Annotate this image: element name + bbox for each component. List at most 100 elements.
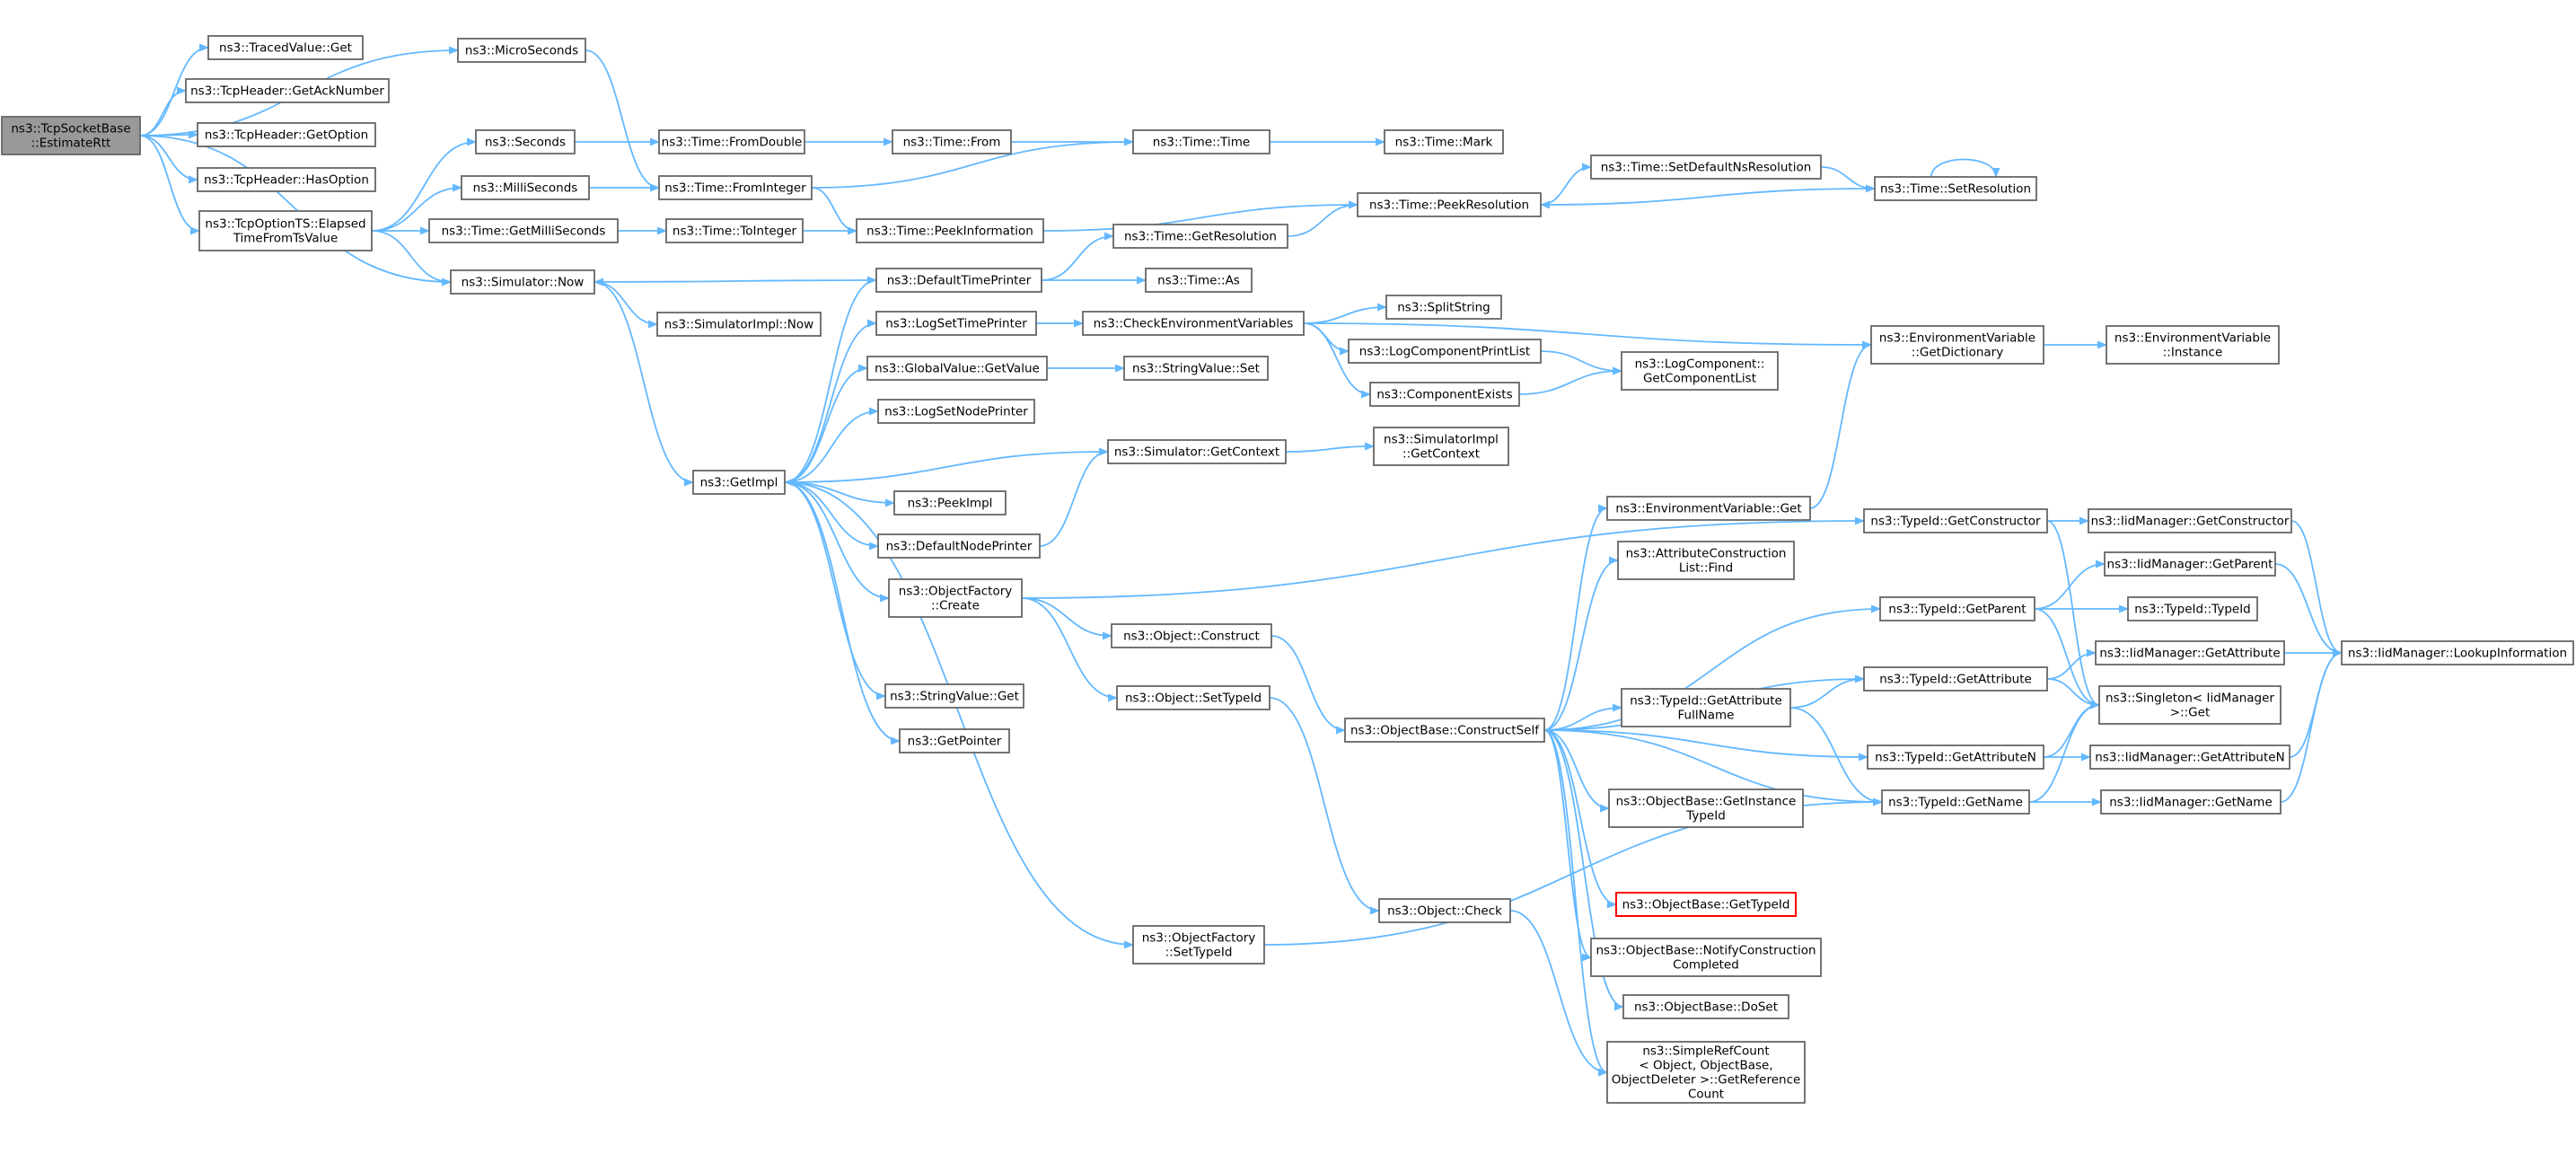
node-box <box>461 175 590 200</box>
node-ns3-object-settypeid[interactable]: ns3::Object::SetTypeId <box>1116 685 1270 710</box>
node-label: ns3::IidManager::GetParent <box>2107 558 2273 572</box>
node-ns3-iidmanager-getname[interactable]: ns3::IidManager::GetName <box>2100 789 2281 815</box>
node-ns3-object-check[interactable]: ns3::Object::Check <box>1378 898 1511 923</box>
node-ns3-getpointer[interactable]: ns3::GetPointer <box>899 728 1010 753</box>
node-box <box>1132 925 1265 965</box>
node-ns3-tracedvalue-get[interactable]: ns3::TracedValue::Get <box>207 35 364 60</box>
node-ns3-simulatorimpl-now[interactable]: ns3::SimulatorImpl::Now <box>656 312 822 337</box>
node-ns3-time-as[interactable]: ns3::Time::As <box>1145 268 1253 293</box>
node-ns3-objectbase-gettypeid[interactable]: ns3::ObjectBase::GetTypeId <box>1615 892 1797 917</box>
edge-tidGetCons-to-singletonGet <box>2046 520 2100 709</box>
edge-constructSelf-to-tidGetName <box>1543 729 1883 806</box>
node-ns3-typeid-getattribute[interactable]: ns3::TypeId::GetAttribute <box>1863 666 2048 692</box>
node-ns3-getimpl[interactable]: ns3::GetImpl <box>692 470 786 495</box>
node-ns3-environmentvariable-get[interactable]: ns3::EnvironmentVariable::Get <box>1606 496 1811 521</box>
node-ns3-time-peekinformation[interactable]: ns3::Time::PeekInformation <box>856 218 1044 243</box>
node-ns3-seconds[interactable]: ns3::Seconds <box>475 129 576 154</box>
node-ns3-time-setdefaultnsresolution[interactable]: ns3::Time::SetDefaultNsResolution <box>1590 154 1822 180</box>
node-ns3-typeid-getconstructor[interactable]: ns3::TypeId::GetConstructor <box>1863 508 2048 533</box>
node-label: ns3::ComponentExists <box>1376 388 1512 402</box>
node-ns3-time-frominteger[interactable]: ns3::Time::FromInteger <box>658 175 813 200</box>
edge-constructSelf-to-tidGetAttrN <box>1543 729 1868 762</box>
node-ns3-objectbase-doset[interactable]: ns3::ObjectBase::DoSet <box>1622 994 1789 1019</box>
node-box <box>658 129 805 154</box>
node-ns3-time-peekresolution[interactable]: ns3::Time::PeekResolution <box>1357 192 1542 217</box>
node-label: ns3::SplitString <box>1397 301 1490 315</box>
node-label: ns3::TypeId::GetParent <box>1888 603 2026 617</box>
node-ns3-componentexists[interactable]: ns3::ComponentExists <box>1369 382 1520 407</box>
node-ns3-simplerefcount-object-objectbase-objectdeleter-getreference-count[interactable]: ns3::SimpleRefCount< Object, ObjectBase,… <box>1606 1041 1806 1104</box>
edge-root-to-tsElapsed <box>139 135 200 235</box>
node-ns3-peekimpl[interactable]: ns3::PeekImpl <box>893 490 1007 515</box>
node-box <box>1617 541 1795 580</box>
node-ns3-objectbase-notifyconstruction-completed[interactable]: ns3::ObjectBase::NotifyConstructionCompl… <box>1590 938 1822 977</box>
node-box <box>185 78 390 103</box>
node-ns3-objectbase-constructself[interactable]: ns3::ObjectBase::ConstructSelf <box>1344 718 1545 743</box>
node-label: ::SetTypeId <box>1165 946 1233 960</box>
node-ns3-defaultnodeprinter[interactable]: ns3::DefaultNodePrinter <box>877 533 1041 559</box>
node-ns3-objectfactory-create[interactable]: ns3::ObjectFactory::Create <box>888 578 1023 618</box>
edge-setRes-to-peekRes <box>1540 188 1876 209</box>
node-ns3-time-time[interactable]: ns3::Time::Time <box>1132 129 1270 154</box>
node-ns3-time-tointeger[interactable]: ns3::Time::ToInteger <box>665 218 804 243</box>
node-box <box>1373 427 1509 466</box>
node-ns3-time-from[interactable]: ns3::Time::From <box>892 129 1012 154</box>
node-ns3-simulatorimpl-getcontext[interactable]: ns3::SimulatorImpl::GetContext <box>1373 427 1509 466</box>
node-ns3-tcpheader-getoption[interactable]: ns3::TcpHeader::GetOption <box>197 122 376 147</box>
node-ns3-typeid-getparent[interactable]: ns3::TypeId::GetParent <box>1879 596 2035 621</box>
node-ns3-logsettimeprinter[interactable]: ns3::LogSetTimePrinter <box>875 311 1037 336</box>
node-ns3-objectfactory-settypeid[interactable]: ns3::ObjectFactory::SetTypeId <box>1132 925 1265 965</box>
node-box <box>892 129 1012 154</box>
node-ns3-typeid-getattributen[interactable]: ns3::TypeId::GetAttributeN <box>1867 744 2044 770</box>
node-label: List::Find <box>1679 561 1733 576</box>
node-ns3-iidmanager-lookupinformation[interactable]: ns3::IidManager::LookupInformation <box>2341 640 2574 665</box>
node-ns3-time-setresolution[interactable]: ns3::Time::SetResolution <box>1874 176 2037 201</box>
node-ns3-time-getmilliseconds[interactable]: ns3::Time::GetMilliSeconds <box>428 218 619 243</box>
node-ns3-time-getresolution[interactable]: ns3::Time::GetResolution <box>1112 224 1288 249</box>
node-ns3-stringvalue-get[interactable]: ns3::StringValue::Get <box>884 683 1024 709</box>
node-ns3-singleton-iidmanager-get[interactable]: ns3::Singleton< IidManager >::Get <box>2098 685 2281 725</box>
node-ns3-simulator-getcontext[interactable]: ns3::Simulator::GetContext <box>1107 439 1287 464</box>
node-ns3-iidmanager-getconstructor[interactable]: ns3::IidManager::GetConstructor <box>2088 508 2292 533</box>
node-ns3-milliseconds[interactable]: ns3::MilliSeconds <box>461 175 590 200</box>
node-label: ns3::StringValue::Get <box>890 690 1019 704</box>
edge-getImpl-to-objFactSetTypeId <box>784 481 1134 949</box>
node-box <box>1622 994 1789 1019</box>
node-ns3-environmentvariable-instance[interactable]: ns3::EnvironmentVariable::Instance <box>2106 325 2280 365</box>
node-ns3-microseconds[interactable]: ns3::MicroSeconds <box>457 38 586 63</box>
node-ns3-iidmanager-getparent[interactable]: ns3::IidManager::GetParent <box>2104 551 2276 577</box>
node-ns3-time-mark[interactable]: ns3::Time::Mark <box>1384 129 1504 154</box>
node-ns3-time-fromdouble[interactable]: ns3::Time::FromDouble <box>658 129 805 154</box>
node-ns3-checkenvironmentvariables[interactable]: ns3::CheckEnvironmentVariables <box>1082 311 1305 336</box>
node-ns3-iidmanager-getattribute[interactable]: ns3::IidManager::GetAttribute <box>2095 640 2285 665</box>
node-ns3-splitstring[interactable]: ns3::SplitString <box>1385 295 1502 320</box>
node-ns3-iidmanager-getattributen[interactable]: ns3::IidManager::GetAttributeN <box>2089 744 2290 770</box>
node-box <box>899 728 1010 753</box>
node-ns3-logcomponent-getcomponentlist[interactable]: ns3::LogComponent::GetComponentList <box>1621 351 1779 391</box>
edge-getImpl-to-objFactCreate <box>784 481 890 603</box>
node-ns3-tcpheader-hasoption[interactable]: ns3::TcpHeader::HasOption <box>197 167 376 192</box>
node-ns3-globalvalue-getvalue[interactable]: ns3::GlobalValue::GetValue <box>866 356 1048 381</box>
edge-checkEnv-to-envGetDict <box>1303 322 1872 349</box>
node-ns3-environmentvariable-getdictionary[interactable]: ns3::EnvironmentVariable::GetDictionary <box>1870 325 2044 365</box>
node-ns3-stringvalue-set[interactable]: ns3::StringValue::Set <box>1123 356 1269 381</box>
node-label: TypeId <box>1685 809 1726 824</box>
node-label: ns3::CheckEnvironmentVariables <box>1094 317 1294 331</box>
node-label: GetComponentList <box>1643 372 1756 386</box>
node-label: ns3::TcpHeader::HasOption <box>204 173 369 188</box>
node-ns3-object-construct[interactable]: ns3::Object::Construct <box>1111 623 1272 648</box>
node-ns3-tcpheader-getacknumber[interactable]: ns3::TcpHeader::GetAckNumber <box>185 78 390 103</box>
node-ns3-logcomponentprintlist[interactable]: ns3::LogComponentPrintList <box>1348 339 1542 364</box>
node-ns3-simulator-now[interactable]: ns3::Simulator::Now <box>450 269 595 295</box>
node-ns3-typeid-getname[interactable]: ns3::TypeId::GetName <box>1881 789 2030 815</box>
node-box <box>1867 744 2044 770</box>
node-ns3-typeid-typeid[interactable]: ns3::TypeId::TypeId <box>2127 596 2258 621</box>
node-ns3-defaulttimeprinter[interactable]: ns3::DefaultTimePrinter <box>875 268 1042 293</box>
node-box <box>2095 640 2285 665</box>
edge-defTimePrinter-to-getRes <box>1041 232 1114 281</box>
node-ns3-logsetnodeprinter[interactable]: ns3::LogSetNodePrinter <box>877 399 1035 424</box>
